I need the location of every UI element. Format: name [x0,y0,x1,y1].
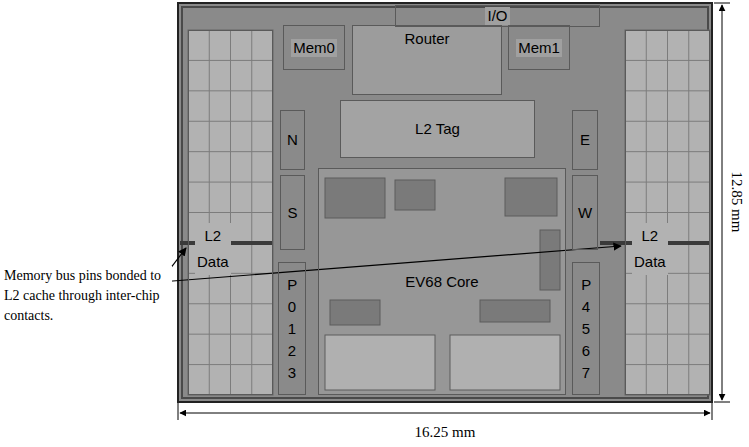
logic-block [480,300,550,322]
region-label: EV68 Core [403,273,480,291]
grid-line [188,303,273,304]
region-label: Mem1 [516,39,562,57]
io-region: I/O [395,5,600,27]
cache-array [625,30,710,395]
link-port: W [572,175,598,250]
grid-line [625,182,710,183]
grid-line [188,151,273,152]
logic-block [395,180,435,210]
logic-block [325,335,435,390]
logic-block [330,300,380,325]
extension-line [714,3,730,4]
logic-block [450,335,560,390]
cpu-core: EV68 Core [318,168,566,395]
router-region: Router [352,25,502,95]
cache-array [188,30,273,395]
region-label: Router [402,30,451,48]
dimension-label: 16.25 mm [395,423,495,441]
region-label: P 0 1 2 3 [285,274,299,384]
region-label: L2 Data [632,223,668,275]
region-label: E [578,131,592,149]
link-port: N [280,110,305,170]
grid-line [188,90,273,91]
grid-line [188,121,273,122]
l2-data-array: L2 Data [625,30,710,395]
region-label: N [285,131,300,149]
link-port: S [280,175,305,250]
io-ports: P 4 5 6 7 [572,262,600,395]
tag-area [340,100,535,158]
core-area [318,168,566,395]
l2-data-array: L2 Data [188,30,273,395]
dimension-line [722,5,723,400]
grid-line [188,334,273,335]
grid-line [625,151,710,152]
grid-line [625,364,710,365]
region-label: L2 Data [195,223,231,275]
region-label: S [285,204,299,222]
grid-line [625,121,710,122]
grid-line [625,334,710,335]
extension-line [178,403,179,420]
grid-line [625,90,710,91]
core-texture [325,178,560,390]
region-label: Mem0 [291,39,337,57]
memory-controller: Mem0 [283,25,345,70]
memory-controller: Mem1 [508,25,570,70]
grid-line [625,303,710,304]
grid-line [188,212,273,213]
region-label: L2 Tag [413,120,462,138]
region-label: I/O [485,7,509,25]
logic-block [540,230,560,290]
grid-line [188,60,273,61]
region-label: W [576,204,594,222]
io-ports: P 0 1 2 3 [278,262,306,395]
region-label: P 4 5 6 7 [579,274,593,384]
dimension-label: 12.85 mm [728,152,746,252]
link-port: E [572,110,598,170]
dimension-line [180,413,710,414]
callout-note: Memory bus pins bonded to L2 cache throu… [4,266,172,326]
logic-block [325,178,385,218]
extension-line [712,403,713,420]
extension-line [714,402,730,403]
grid-line [625,60,710,61]
grid-line [188,364,273,365]
die [178,3,712,402]
l2-tag-region: L2 Tag [340,100,535,158]
router-area [352,25,502,95]
grid-line [625,212,710,213]
logic-block [505,178,557,216]
grid-line [188,182,273,183]
